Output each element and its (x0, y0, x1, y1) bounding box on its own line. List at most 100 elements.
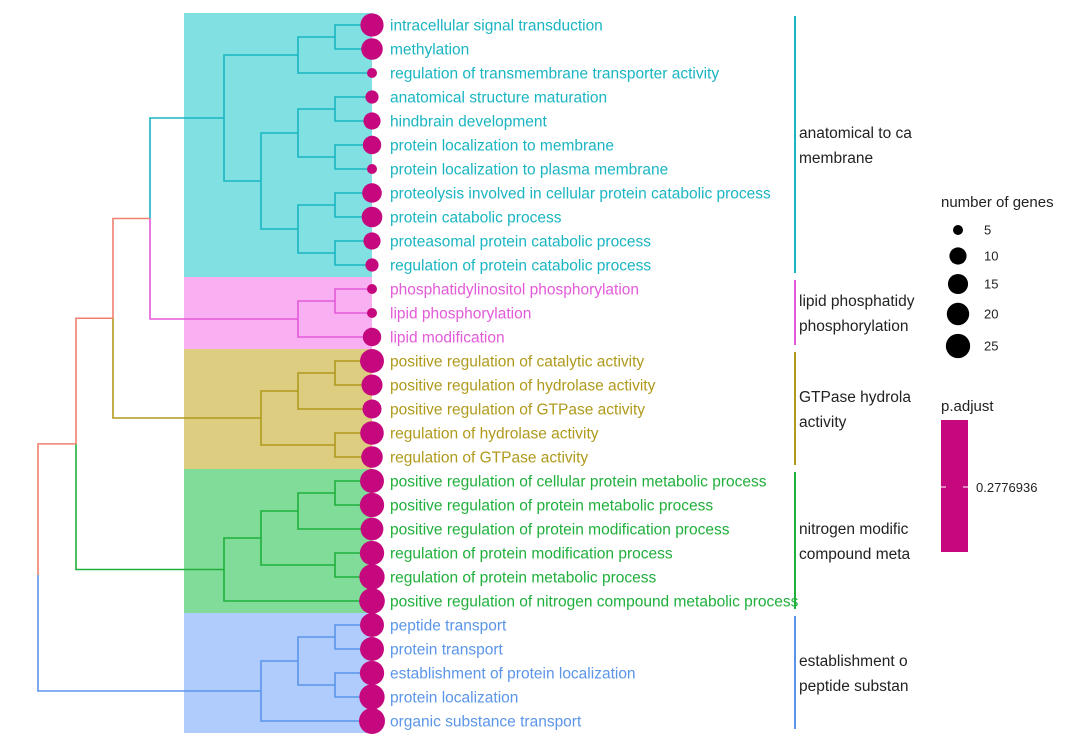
size-legend-dot (949, 247, 967, 265)
size-legend-label: 10 (984, 249, 998, 264)
term-point (363, 232, 381, 250)
term-point (363, 112, 381, 130)
term-point (365, 258, 379, 272)
dendrogram-branch (75, 317, 113, 444)
term-label: positive regulation of protein metabolic… (390, 498, 713, 515)
term-label: protein catabolic process (390, 210, 562, 227)
color-legend-tick-label: 0.2776936 (976, 480, 1037, 495)
size-legend-dot (946, 302, 970, 326)
term-point (367, 68, 377, 78)
term-label: establishment of protein localization (390, 666, 636, 683)
size-legend-label: 5 (984, 223, 991, 238)
term-label: intracellular signal transduction (390, 18, 603, 35)
term-label: phosphatidylinositol phosphorylation (390, 282, 639, 299)
dendrogram-branch (75, 443, 224, 571)
term-point (360, 421, 384, 445)
term-point (361, 374, 383, 396)
cluster-label: establishment o (799, 653, 908, 670)
term-label: anatomical structure maturation (390, 90, 607, 107)
term-point (359, 492, 385, 518)
cluster-label: phosphorylation (799, 318, 908, 335)
term-point (367, 308, 377, 318)
term-point (360, 469, 384, 493)
term-label: regulation of GTPase activity (390, 450, 588, 467)
term-point (360, 13, 384, 37)
term-point (362, 327, 382, 347)
size-legend-title: number of genes (941, 194, 1054, 211)
dendrogram-branch (149, 218, 298, 320)
term-label: lipid phosphorylation (390, 306, 531, 323)
term-label: lipid modification (390, 330, 505, 347)
cluster-label: nitrogen modific (799, 521, 909, 538)
term-label: regulation of protein modification proce… (390, 546, 673, 563)
term-label: hindbrain development (390, 114, 548, 131)
term-points (359, 13, 385, 734)
term-label: positive regulation of catalytic activit… (390, 354, 644, 371)
size-legend-label: 25 (984, 339, 998, 354)
cluster-label: GTPase hydrola (799, 389, 911, 406)
term-label: regulation of transmembrane transporter … (390, 66, 719, 83)
term-label: organic substance transport (390, 714, 582, 731)
color-legend-bar (941, 420, 968, 552)
term-label: positive regulation of protein modificat… (390, 522, 730, 539)
size-legend-dot (953, 225, 963, 235)
term-point (367, 164, 377, 174)
term-point (359, 540, 385, 566)
term-point (362, 399, 382, 419)
term-label: positive regulation of hydrolase activit… (390, 378, 656, 395)
dendrogram-root-upper (37, 443, 76, 575)
dendrogram-branch (112, 318, 261, 419)
term-label: regulation of protein metabolic process (390, 570, 656, 587)
cluster-label: peptide substan (799, 678, 908, 695)
term-label: protein transport (390, 642, 504, 659)
term-point (360, 637, 384, 661)
term-point (360, 613, 384, 637)
term-labels: intracellular signal transduction methyla… (390, 18, 799, 731)
term-label: proteolysis involved in cellular protein… (390, 186, 771, 203)
term-point (361, 206, 383, 228)
term-label: positive regulation of cellular protein … (390, 474, 767, 491)
term-label: methylation (390, 42, 469, 59)
legend: number of genes 5 10 15 20 25 p.adjust 0.277… (941, 194, 1054, 552)
dendrogram-branch (112, 217, 150, 319)
cluster-label: activity (799, 414, 847, 431)
cluster-brackets: anatomical to ca membrane lipid phosphatid… (794, 16, 915, 729)
term-point (360, 349, 384, 373)
term-label: protein localization (390, 690, 518, 707)
term-point (361, 446, 383, 468)
cluster-label: compound meta (799, 546, 911, 563)
term-point (359, 588, 385, 614)
cluster-label: membrane (799, 150, 873, 167)
size-legend-dot (945, 333, 971, 359)
term-label: protein localization to plasma membrane (390, 162, 668, 179)
dendrogram-branch (149, 117, 224, 219)
term-label: positive regulation of nitrogen compound… (390, 594, 799, 611)
term-point (359, 564, 385, 590)
term-point (360, 517, 384, 541)
dendrogram-root-lower (37, 575, 261, 692)
size-legend-label: 15 (984, 277, 998, 292)
term-label: positive regulation of GTPase activity (390, 402, 645, 419)
term-label: peptide transport (390, 618, 507, 635)
term-point (365, 90, 379, 104)
cluster-shade (184, 469, 372, 613)
term-point (362, 183, 382, 203)
term-point (359, 660, 385, 686)
dendrogram-edges (37, 24, 372, 722)
term-label: regulation of protein catabolic process (390, 258, 651, 275)
cluster-label: anatomical to ca (799, 125, 912, 142)
size-legend-dot (947, 273, 969, 295)
size-legend-label: 20 (984, 307, 998, 322)
term-label: proteasomal protein catabolic process (390, 234, 651, 251)
term-point (361, 38, 383, 60)
term-point (362, 135, 382, 155)
size-legend-keys: 5 10 15 20 25 (945, 223, 998, 359)
term-label: regulation of hydrolase activity (390, 426, 599, 443)
term-label: protein localization to membrane (390, 138, 614, 155)
color-legend-title: p.adjust (941, 398, 994, 415)
term-point (367, 284, 377, 294)
term-point (359, 708, 385, 734)
term-point (359, 684, 385, 710)
cluster-label: lipid phosphatidy (799, 293, 915, 310)
